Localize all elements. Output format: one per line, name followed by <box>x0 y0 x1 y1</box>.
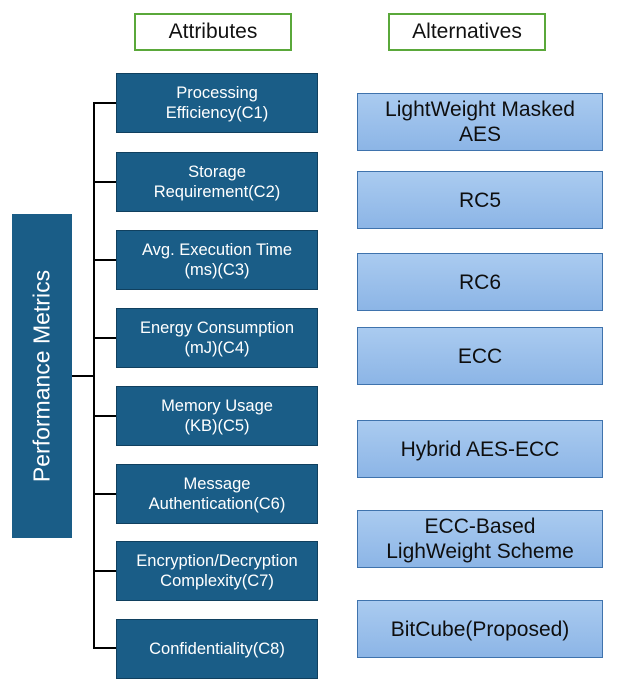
performance-metrics-root: Performance Metrics <box>12 214 72 538</box>
attribute-line1: Confidentiality(C8) <box>149 640 285 658</box>
alternative-ecc-based-lightweight-scheme: ECC-Based LighWeight Scheme <box>357 510 603 568</box>
attribute-line2: (mJ)(C4) <box>184 339 250 357</box>
alternative-line1: BitCube(Proposed) <box>390 617 570 641</box>
attribute-c8: Confidentiality(C8) <box>116 619 318 679</box>
attributes-header: Attributes <box>134 13 292 51</box>
alternative-rc5: RC5 <box>357 171 603 229</box>
attribute-line1: Processing <box>176 84 258 102</box>
attribute-c2: Storage Requirement(C2) <box>116 152 318 212</box>
alternative-line1: LightWeight Masked <box>385 98 575 121</box>
attribute-line2: (ms)(C3) <box>184 261 250 279</box>
alternative-line1: ECC-Based <box>424 515 536 538</box>
alternative-line2: LighWeight Scheme <box>386 540 574 563</box>
alternative-hybrid-aes-ecc: Hybrid AES-ECC <box>357 420 603 478</box>
alternative-line1: RC5 <box>458 188 501 212</box>
attribute-line1: Encryption/Decryption <box>136 552 298 570</box>
attribute-c6: Message Authentication(C6) <box>116 464 318 524</box>
attribute-line2: (KB)(C5) <box>184 417 250 435</box>
alternatives-header: Alternatives <box>388 13 546 51</box>
attribute-line1: Message <box>183 475 251 493</box>
attribute-line2: Authentication(C6) <box>148 495 286 513</box>
attribute-line1: Memory Usage <box>161 397 273 415</box>
attribute-line2: Requirement(C2) <box>153 183 281 201</box>
attribute-c5: Memory Usage (KB)(C5) <box>116 386 318 446</box>
attribute-c3: Avg. Execution Time (ms)(C3) <box>116 230 318 290</box>
attribute-c1: Processing Efficiency(C1) <box>116 73 318 133</box>
attributes-header-label: Attributes <box>168 20 258 43</box>
attribute-line1: Avg. Execution Time <box>141 241 293 259</box>
alternative-rc6: RC6 <box>357 253 603 311</box>
attribute-line2: Efficiency(C1) <box>165 104 269 122</box>
alternative-line1: Hybrid AES-ECC <box>400 437 560 461</box>
alternative-line1: RC6 <box>458 270 501 294</box>
attribute-c7: Encryption/Decryption Complexity(C7) <box>116 541 318 601</box>
attribute-line2: Complexity(C7) <box>160 572 274 590</box>
alternative-lightweight-masked-aes: LightWeight Masked AES <box>357 93 603 151</box>
alternative-bitcube-proposed: BitCube(Proposed) <box>357 600 603 658</box>
attribute-line1: Storage <box>188 163 246 181</box>
attribute-c4: Energy Consumption (mJ)(C4) <box>116 308 318 368</box>
alternatives-header-label: Alternatives <box>412 20 522 43</box>
attribute-line1: Energy Consumption <box>139 319 295 337</box>
alternative-line2: AES <box>458 123 502 146</box>
alternative-ecc: ECC <box>357 327 603 385</box>
alternative-line1: ECC <box>457 344 503 368</box>
root-label: Performance Metrics <box>28 269 55 483</box>
